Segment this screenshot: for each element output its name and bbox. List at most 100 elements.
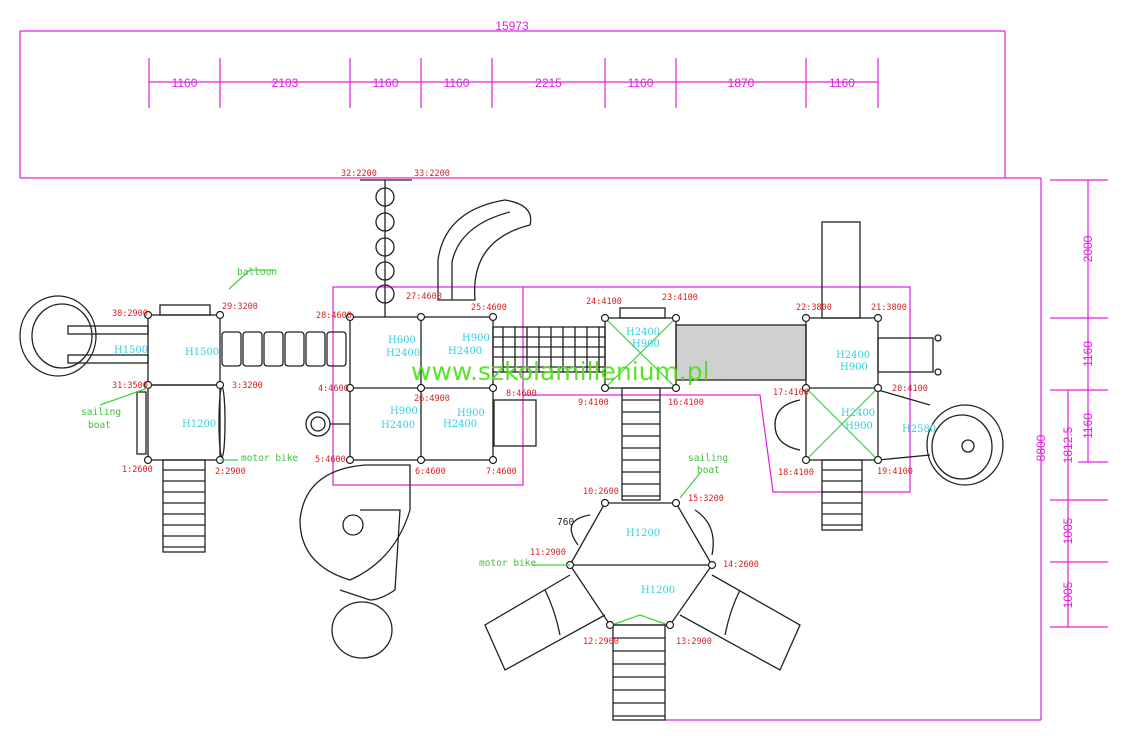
dimension-label: 15973: [495, 19, 529, 33]
leader-line: [679, 472, 701, 499]
dimension-label: 1160: [1081, 413, 1095, 439]
central-tower: [299, 179, 537, 659]
platform-height-label: H600: [388, 335, 416, 346]
post-height-label: 25:4600: [471, 303, 507, 313]
dimension-label: 2000: [1081, 235, 1095, 262]
component-label: boat: [88, 420, 111, 431]
post-node: [215, 380, 225, 390]
post-height-label: 28:4600: [316, 311, 352, 321]
post-height-label: 1:2600: [122, 465, 153, 475]
dimension-label: 1160: [373, 76, 399, 90]
post-height-label: 6:4600: [415, 467, 446, 477]
component-label: motor bike: [479, 558, 536, 569]
post-node: [873, 383, 883, 393]
post-height-label: 7:4600: [486, 467, 517, 477]
post-nodes: [143, 310, 883, 630]
post-node: [600, 313, 610, 323]
platform-height-label: H900: [457, 408, 485, 419]
post-height-label: 29:3200: [222, 302, 258, 312]
platform-height-label: H900: [840, 362, 868, 373]
component-label: sailing: [688, 453, 728, 464]
post-node: [671, 383, 681, 393]
dimension-lines: [19, 30, 1108, 721]
post-height-label: 26:4900: [414, 394, 450, 404]
post-height-label: 23:4100: [662, 293, 698, 303]
post-height-label: 21:3800: [871, 303, 907, 313]
platform-height-label: H2580: [902, 424, 936, 435]
platform-height-label: H900: [462, 333, 490, 344]
post-node: [671, 313, 681, 323]
platform-height-label: H2400: [841, 408, 875, 419]
post-height-label: 8:4600: [506, 389, 537, 399]
post-height-label: 17:4100: [773, 388, 809, 398]
component-label: motor bike: [241, 453, 298, 464]
post-height-label: 11:2900: [530, 548, 566, 558]
post-height-label: 33:2200: [414, 169, 450, 179]
post-height-label: 12:2900: [583, 637, 619, 647]
platform-height-label: H2400: [386, 348, 420, 359]
dimension-label: 8800: [1034, 434, 1048, 461]
platform-height-label: H2400: [836, 350, 870, 361]
post-height-label: 2:2900: [215, 467, 246, 477]
post-node: [345, 455, 355, 465]
post-node: [873, 313, 883, 323]
component-label: balloon: [237, 267, 277, 278]
component-label: 760: [557, 517, 574, 528]
post-node: [600, 383, 610, 393]
post-height-label: 32:2200: [341, 169, 377, 179]
post-height-label: 16:4100: [668, 398, 704, 408]
platform-height-label: H2400: [626, 327, 660, 338]
post-node: [801, 455, 811, 465]
dimension-label: 1812.5: [1061, 426, 1075, 463]
platform-height-label: H900: [632, 339, 660, 350]
dimension-label: 1160: [172, 76, 198, 90]
platform-height-label: H1500: [114, 345, 148, 356]
post-height-label: 30:2900: [112, 309, 148, 319]
post-node: [215, 310, 225, 320]
dimension-label: 1160: [1081, 341, 1095, 367]
dimension-label: 2215: [535, 76, 562, 90]
right-tower: [774, 221, 1004, 531]
post-height-label: 10:2600: [583, 487, 619, 497]
post-height-label: 5:4600: [315, 455, 346, 465]
component-label: sailing: [81, 407, 121, 418]
post-node: [488, 455, 498, 465]
post-node: [801, 313, 811, 323]
post-height-label: 4:4600: [318, 384, 349, 394]
post-height-label: 31:3500: [112, 381, 148, 391]
post-node: [345, 312, 355, 322]
post-node: [416, 383, 426, 393]
dimension-label: 1160: [444, 76, 470, 90]
post-node: [801, 383, 811, 393]
leader-line: [99, 387, 149, 406]
post-node: [707, 560, 717, 570]
post-height-label: 20:4100: [892, 384, 928, 394]
post-node: [488, 312, 498, 322]
post-height-label: 27:4600: [406, 292, 442, 302]
post-height-label: 19:4100: [877, 467, 913, 477]
post-node: [605, 620, 615, 630]
post-node: [665, 620, 675, 630]
post-height-label: 9:4100: [578, 398, 609, 408]
post-node: [873, 455, 883, 465]
post-height-label: 22:3800: [796, 303, 832, 313]
dimension-label: 1005: [1061, 581, 1075, 608]
post-node: [416, 455, 426, 465]
component-label: boat: [697, 465, 720, 476]
watermark: www.szkolamillenium.pl: [411, 357, 710, 386]
platform-height-label: H2400: [448, 346, 482, 357]
post-node: [416, 312, 426, 322]
platform-height-label: H1500: [185, 347, 219, 358]
post-height-label: 18:4100: [778, 468, 814, 478]
platform-height-label: H900: [390, 406, 418, 417]
post-node: [143, 455, 153, 465]
post-height-label: 13:2900: [676, 637, 712, 647]
post-node: [671, 498, 681, 508]
post-height-label: 24:4100: [586, 297, 622, 307]
platform-height-label: H1200: [641, 585, 675, 596]
dimension-label: 1160: [829, 76, 855, 90]
post-node: [345, 383, 355, 393]
platform-height-label: H900: [845, 421, 873, 432]
bridges: [492, 307, 807, 501]
